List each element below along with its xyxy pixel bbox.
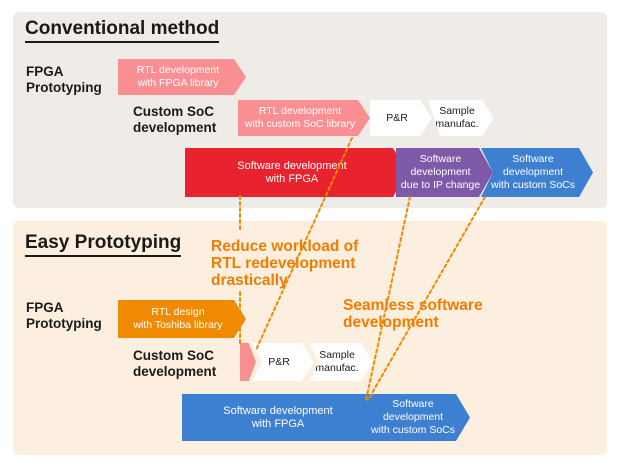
easy-rtl-short-arrow — [240, 343, 256, 381]
connector-sw-ip-diagonal — [365, 196, 411, 401]
easy-prototyping-title: Easy Prototyping — [25, 232, 182, 257]
conventional-title: Conventional method — [25, 18, 220, 43]
connector-sw-soc-diagonal — [367, 196, 486, 401]
connector-rtl-diagonal — [255, 137, 353, 351]
easy-pr-arrow: P&R — [252, 343, 314, 381]
conv-pr-arrow: P&R — [370, 100, 432, 136]
